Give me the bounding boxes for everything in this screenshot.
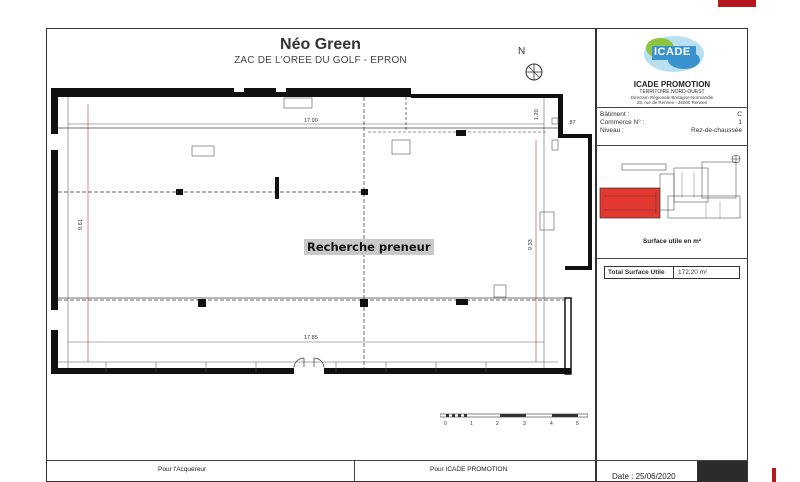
scale-tick: 3: [523, 421, 526, 427]
sidebar-divider: [595, 28, 597, 482]
scale-tick: 4: [550, 421, 553, 427]
wall-right-bottom: [564, 297, 572, 375]
dim-bottom-width: 17.85: [304, 335, 318, 341]
wall-left: [51, 88, 58, 374]
scale-bar: 0 1 2 3 4 5: [440, 412, 588, 428]
north-compass-icon: [525, 63, 543, 81]
corner-block-bottom: [697, 460, 747, 482]
total-surface-value: 172,20 m²: [678, 269, 708, 276]
commerce-value: 1: [738, 119, 742, 126]
compass-label: N: [518, 46, 526, 57]
project-subtitle: ZAC DE L'OREE DU GOLF - EPRON: [234, 55, 407, 66]
footer-rule: [46, 460, 748, 461]
wall-top-right: [411, 94, 563, 98]
icade-signature-label: Pour ICADE PROMOTION: [430, 466, 508, 473]
wall-right-lower: [565, 266, 592, 270]
logo-text: ICADE: [654, 46, 691, 58]
batiment-value: C: [737, 111, 742, 118]
sidebar-rule: [596, 145, 748, 146]
scale-tick: 1: [470, 421, 473, 427]
batiment-label: Bâtiment :: [600, 111, 630, 118]
floor-plan: 17.90 17.85 9.61 9.33 1.20 .87: [47, 88, 592, 375]
scale-tick: 2: [496, 421, 499, 427]
dim-left-height: 9.61: [78, 219, 84, 230]
scale-tick: 5: [576, 421, 579, 427]
sidebar-rule: [596, 258, 748, 259]
footer-divider: [354, 460, 355, 482]
wall-right-upper: [558, 94, 563, 136]
acquereur-signature-label: Pour l'Acquéreur: [158, 466, 207, 473]
icade-logo: ICADE: [630, 32, 712, 78]
entrance-door-icon: [293, 357, 325, 369]
wall-right-step: [558, 134, 592, 138]
sidebar-rule: [596, 107, 748, 108]
direction: Direction Régionale Bretagne-Normandie: [630, 95, 714, 100]
total-surface-divider: [673, 267, 674, 278]
dim-right-height: 9.33: [528, 239, 534, 250]
project-title: Néo Green: [280, 36, 361, 53]
logo-graphic: [644, 36, 704, 72]
wall-top: [51, 88, 411, 97]
key-plan-unit-highlight: [599, 187, 661, 219]
total-surface-label: Total Surface Utile: [608, 269, 665, 276]
key-plan: [599, 154, 741, 219]
status-banner: Recherche preneur: [304, 239, 434, 255]
corner-mark-top: [718, 0, 756, 7]
dim-corner-a: 1.20: [534, 109, 540, 120]
corner-mark-bottom: [772, 468, 776, 482]
niveau-value: Rez-de-chaussée: [691, 127, 742, 134]
dim-corner-b: .87: [568, 120, 576, 126]
territory: TERRITOIRE NORD-OUEST: [639, 89, 705, 95]
scale-tick: 0: [444, 421, 447, 427]
address: 28, rue de Rennes - 35000 Rennes: [636, 100, 708, 105]
dim-top-width: 17.90: [304, 118, 318, 124]
company-name: ICADE PROMOTION: [633, 80, 711, 89]
wall-right-outer: [588, 134, 592, 266]
commerce-label: Commerce N° :: [600, 119, 645, 126]
total-surface-box: Total Surface Utile 172,20 m²: [604, 266, 740, 279]
niveau-label: Niveau :: [600, 127, 624, 134]
document-date: Date : 25/06/2020: [612, 472, 676, 481]
surface-caption: Surface utile en m²: [642, 238, 702, 245]
